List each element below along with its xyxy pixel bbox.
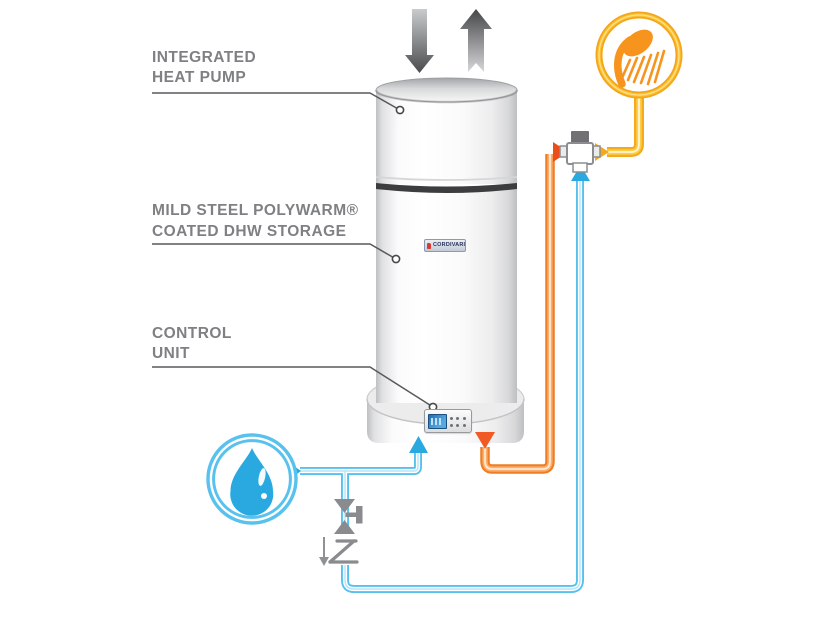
brand-logo-text: CORDIVARI (433, 241, 466, 248)
cold-water-pipe (300, 180, 584, 593)
label-integrated-heat-pump: INTEGRATED HEAT PUMP (152, 48, 256, 88)
valve-cold-arrow-icon (571, 165, 590, 181)
heat-pump-cap (376, 78, 517, 184)
tank-dark-band (376, 183, 517, 193)
storage-tank (366, 77, 525, 443)
water-drop-icon (206, 433, 298, 525)
lcd-screen (428, 414, 447, 429)
leader-lines (152, 92, 434, 408)
label-dhw-storage: MILD STEEL POLYWARM® COATED DHW STORAGE (152, 200, 358, 242)
tank-body (376, 188, 517, 403)
label-line: COATED DHW STORAGE (152, 223, 347, 240)
label-line: HEAT PUMP (152, 69, 247, 86)
label-line: INTEGRATED (152, 49, 257, 66)
air-in-arrow-icon (405, 9, 434, 73)
brand-flame-icon (427, 242, 431, 249)
label-line: UNIT (152, 345, 190, 362)
tank-seam (375, 176, 518, 181)
tank-outlet-arrow-icon (475, 432, 495, 449)
shutoff-valve-icon (334, 499, 363, 534)
shower-icon (595, 11, 683, 99)
tank-inlet-arrow-icon (409, 436, 428, 453)
mixing-valve-icon (559, 131, 601, 173)
label-control-unit: CONTROL UNIT (152, 324, 232, 364)
hot-water-pipe (480, 154, 555, 474)
leader-endpoints (391, 105, 438, 412)
tank-top-front-rim (374, 89, 519, 104)
control-panel-display (424, 409, 472, 433)
check-valve-icon (328, 539, 359, 564)
tank-top-surface (375, 77, 518, 103)
flow-direction-arrow-icon (319, 537, 329, 566)
label-line: MILD STEEL POLYWARM® (152, 202, 359, 219)
label-line: CONTROL (152, 325, 232, 342)
brand-logo: CORDIVARI (424, 239, 466, 252)
air-out-arrow-icon (460, 9, 492, 72)
mixed-water-pipe (607, 97, 644, 157)
control-buttons (448, 415, 468, 429)
